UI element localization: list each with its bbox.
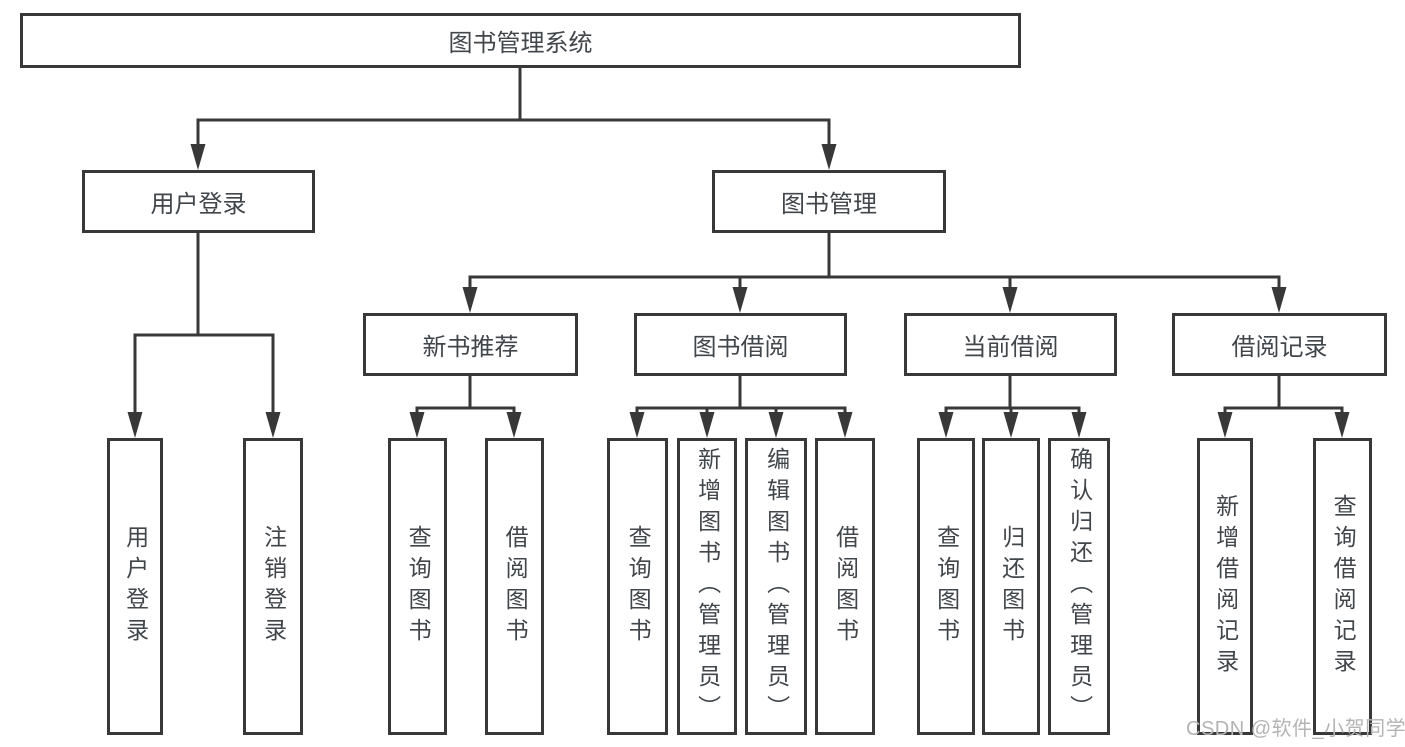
node-new-book-recommend: 新书推荐 <box>363 313 578 376</box>
node-user-login: 用户登录 <box>82 170 315 233</box>
leaf-label: 查询图书 <box>625 524 652 649</box>
leaf-label: 查询图书 <box>405 524 432 649</box>
leaf-label: 确认归还（管理员） <box>1066 447 1093 726</box>
node-borrowing-records: 借阅记录 <box>1172 313 1387 376</box>
leaf-confirm-return-admin: 确认归还（管理员） <box>1048 438 1110 735</box>
leaf-label: 借阅图书 <box>502 524 529 649</box>
leaf-borrow-books-borrowing: 借阅图书 <box>815 438 875 735</box>
leaf-label: 查询图书 <box>933 524 960 649</box>
node-current-borrowing: 当前借阅 <box>904 313 1117 376</box>
leaf-borrow-books-recommend: 借阅图书 <box>485 438 544 735</box>
leaf-add-books-admin: 新增图书（管理员） <box>677 438 737 735</box>
leaf-edit-books-admin: 编辑图书（管理员） <box>745 438 807 735</box>
node-book-borrowing: 图书借阅 <box>634 313 847 376</box>
leaf-label: 新增图书（管理员） <box>694 447 721 726</box>
leaf-user-login: 用户登录 <box>107 438 163 735</box>
leaf-label: 查询借阅记录 <box>1330 493 1357 680</box>
leaf-logout: 注销登录 <box>243 438 303 735</box>
leaf-query-books-recommend: 查询图书 <box>388 438 447 735</box>
leaf-return-books: 归还图书 <box>982 438 1040 735</box>
node-book-management: 图书管理 <box>712 170 946 233</box>
arrowhead-down-icons <box>127 144 1350 438</box>
leaf-query-borrow-record: 查询借阅记录 <box>1313 438 1372 735</box>
node-library-management-system: 图书管理系统 <box>20 13 1021 68</box>
leaf-query-books-current: 查询图书 <box>917 438 975 735</box>
leaf-label: 归还图书 <box>998 524 1025 649</box>
leaf-query-books-borrowing: 查询图书 <box>607 438 668 735</box>
leaf-label: 注销登录 <box>260 524 287 649</box>
leaf-label: 借阅图书 <box>832 524 859 649</box>
leaf-label: 用户登录 <box>122 524 149 649</box>
leaf-add-borrow-record: 新增借阅记录 <box>1197 438 1253 735</box>
leaf-label: 编辑图书（管理员） <box>763 447 790 726</box>
leaf-label: 新增借阅记录 <box>1212 493 1239 680</box>
csdn-watermark: CSDN @软件_小贺同学 <box>1186 718 1405 740</box>
